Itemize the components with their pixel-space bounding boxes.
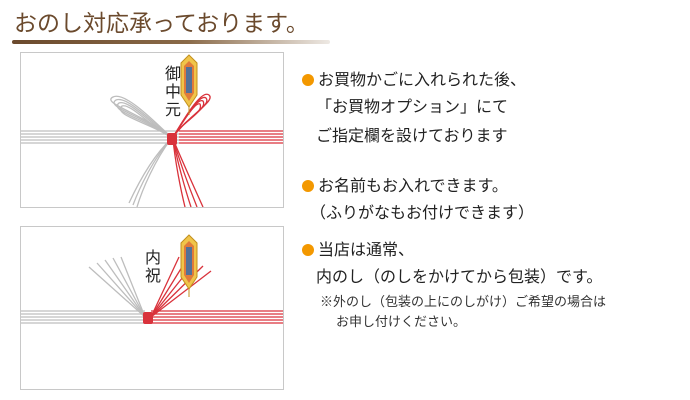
- bullet-dot-icon: [302, 180, 314, 192]
- info-text: お買物かごに入れられた後、: [318, 70, 527, 89]
- noshi-label: 御中元: [162, 65, 181, 119]
- noshi-sample-inner: 内祝: [20, 226, 284, 390]
- knot: [143, 312, 153, 324]
- info-text: 内のし（のしをかけてから包装）です。: [316, 267, 603, 286]
- info-note: ※外のし（包装の上にのしがけ）ご希望の場合は: [320, 295, 607, 310]
- info-text: 当店は通常、: [318, 240, 415, 259]
- info-line: 当店は通常、: [302, 238, 606, 262]
- mizuhiki-illustration: [21, 54, 283, 207]
- noshi-sample-outer: 御中元: [20, 52, 284, 208]
- info-block-options: お買物かごに入れられた後、 「お買物オプション」にて ご指定欄を設けております: [302, 68, 526, 150]
- info-text: （ふりがなもお付けできます）: [310, 203, 535, 222]
- noshi-ornament-icon: [180, 54, 198, 115]
- page-title: おのし対応承っております。: [14, 11, 309, 37]
- info-block-wrapping: 当店は通常、 内のし（のしをかけてから包装）です。 ※外のし（包装の上にのしがけ…: [302, 238, 606, 333]
- info-line: お買物かごに入れられた後、: [302, 68, 526, 92]
- info-line: お名前もお入れできます。: [302, 174, 534, 198]
- info-text: ご指定欄を設けております: [316, 126, 508, 145]
- bullet-dot-icon: [302, 244, 314, 256]
- info-text: お名前もお入れできます。: [318, 176, 508, 195]
- title-underline: [12, 40, 330, 44]
- info-block-name: お名前もお入れできます。 （ふりがなもお付けできます）: [302, 174, 534, 227]
- info-note: お申し付けください。: [336, 315, 467, 330]
- noshi-label: 内祝: [142, 249, 161, 285]
- bullet-dot-icon: [302, 74, 314, 86]
- knot: [167, 133, 177, 145]
- info-text: 「お買物オプション」にて: [316, 97, 509, 116]
- mizuhiki-illustration: [21, 234, 283, 324]
- noshi-ornament-icon: [180, 234, 198, 297]
